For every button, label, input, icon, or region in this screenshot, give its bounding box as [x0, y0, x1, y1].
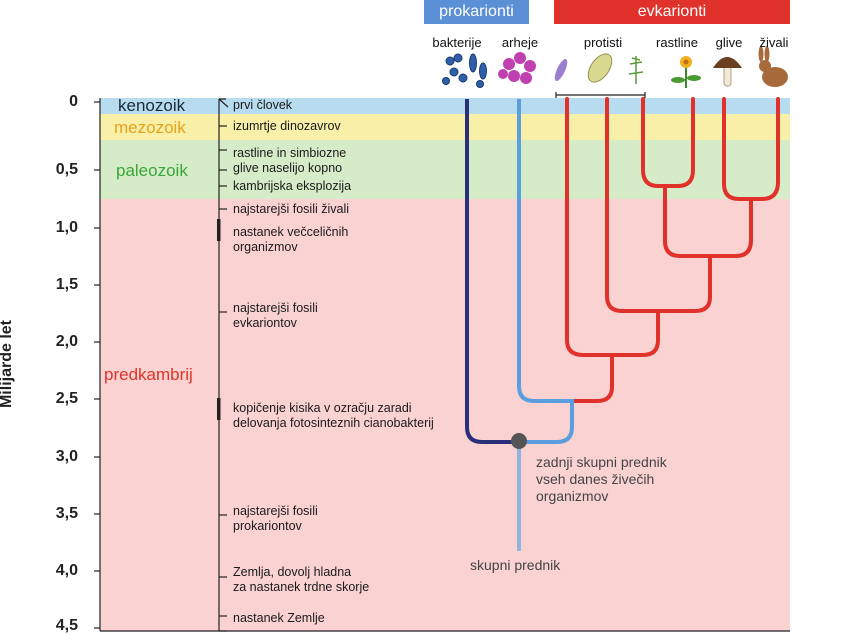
event-crust: Zemlja, dovolj hladna za nastanek trdne …: [233, 565, 369, 595]
event-line: evkariontov: [233, 316, 297, 330]
ancestor-note: skupni prednik: [470, 557, 561, 573]
archaea-icon: [498, 52, 536, 84]
eukaryote-branches: [565, 97, 780, 403]
era-precambrian: predkambrij: [104, 365, 193, 384]
event-earth-origin: nastanek Zemlje: [233, 611, 325, 625]
eukaryotes-header: evkarionti: [554, 0, 790, 24]
plants-icon: [671, 56, 701, 88]
paleozoic-band: [100, 140, 790, 199]
taxon-animals: živali: [759, 35, 789, 50]
note-line: vseh danes živečih: [536, 471, 655, 487]
event-line: delovanja fotosinteznih cianobakterij: [233, 416, 434, 430]
event-oldest-prokaryote-fossils: najstarejši fosili prokariontov: [233, 504, 318, 534]
bacteria-icon: [442, 53, 487, 88]
tick-label: 4,5: [55, 617, 78, 634]
taxon-archaea: arheje: [501, 35, 539, 50]
event-oldest-eukaryote-fossils: najstarejši fosili evkariontov: [233, 301, 318, 331]
archaea-branch: [517, 99, 574, 444]
note-line: zadnji skupni prednik: [536, 454, 667, 470]
event-line: rastline in simbiozne: [233, 146, 347, 160]
tick-label: 2,5: [55, 390, 78, 407]
tick-label: 2,0: [55, 333, 78, 350]
event-oxygen: kopičenje kisika v ozračju zaradi delova…: [233, 401, 434, 431]
tick-label: 0: [69, 93, 78, 110]
tick-label: 3,5: [55, 505, 78, 522]
tick-label: 1,5: [55, 276, 78, 293]
mesozoic-band: [100, 114, 790, 140]
event-line: najstarejši fosili: [233, 301, 318, 315]
event-brackets: [218, 98, 229, 632]
multicellular-range-marker: [217, 219, 221, 241]
event-oldest-animal-fossils: najstarejši fosili živali: [233, 202, 350, 216]
event-cambrian: kambrijska eksplozija: [233, 179, 352, 193]
y-axis-ticks: [94, 101, 100, 629]
cenozoic-band: [100, 98, 790, 114]
event-dinosaur-extinction: izumrtje dinozavrov: [233, 119, 341, 133]
event-line: za nastanek trdne skorje: [233, 580, 370, 594]
oxygen-range-marker: [217, 398, 221, 420]
y-axis-label: Milijarde let: [0, 319, 15, 409]
luca-node: [511, 433, 527, 449]
tick-label: 4,0: [55, 562, 78, 579]
event-line: kopičenje kisika v ozračju zaradi: [233, 401, 412, 415]
event-multicellular: nastanek večceličnih organizmov: [233, 225, 348, 255]
event-line: prokariontov: [233, 519, 302, 533]
note-line: organizmov: [536, 488, 609, 504]
precambrian-band: [100, 199, 790, 631]
tick-label: 0,5: [55, 161, 78, 178]
taxon-protists: protisti: [583, 35, 623, 50]
event-first-human: prvi človek: [233, 98, 293, 112]
event-line: najstarejši fosili: [233, 504, 318, 518]
event-line: Zemlja, dovolj hladna: [233, 565, 352, 579]
tick-label: 1,0: [55, 219, 78, 236]
fungi-icon: [713, 57, 742, 87]
taxon-fungi: glive: [715, 35, 743, 50]
tick-label: 3,0: [55, 448, 78, 465]
event-line: organizmov: [233, 240, 298, 254]
protist-bracket: [555, 92, 646, 98]
taxon-plants: rastline: [656, 35, 698, 50]
event-line: glive naselijo kopno: [233, 161, 343, 175]
luca-note: zadnji skupni prednik vseh danes živečih…: [536, 454, 667, 505]
bacteria-branch: [465, 99, 519, 444]
era-mesozoic: mezozoik: [114, 118, 186, 137]
prokaryotes-header: prokarionti: [424, 0, 529, 24]
taxon-bacteria: bakterije: [432, 35, 482, 50]
event-plants-fungi: rastline in simbiozne glive naselijo kop…: [233, 146, 346, 176]
animals-icon: [758, 46, 788, 87]
event-line: nastanek večceličnih: [233, 225, 349, 239]
era-cenozoic: kenozoik: [118, 96, 186, 115]
protists-icon: [554, 53, 644, 84]
era-paleozoic: paleozoik: [116, 161, 188, 180]
